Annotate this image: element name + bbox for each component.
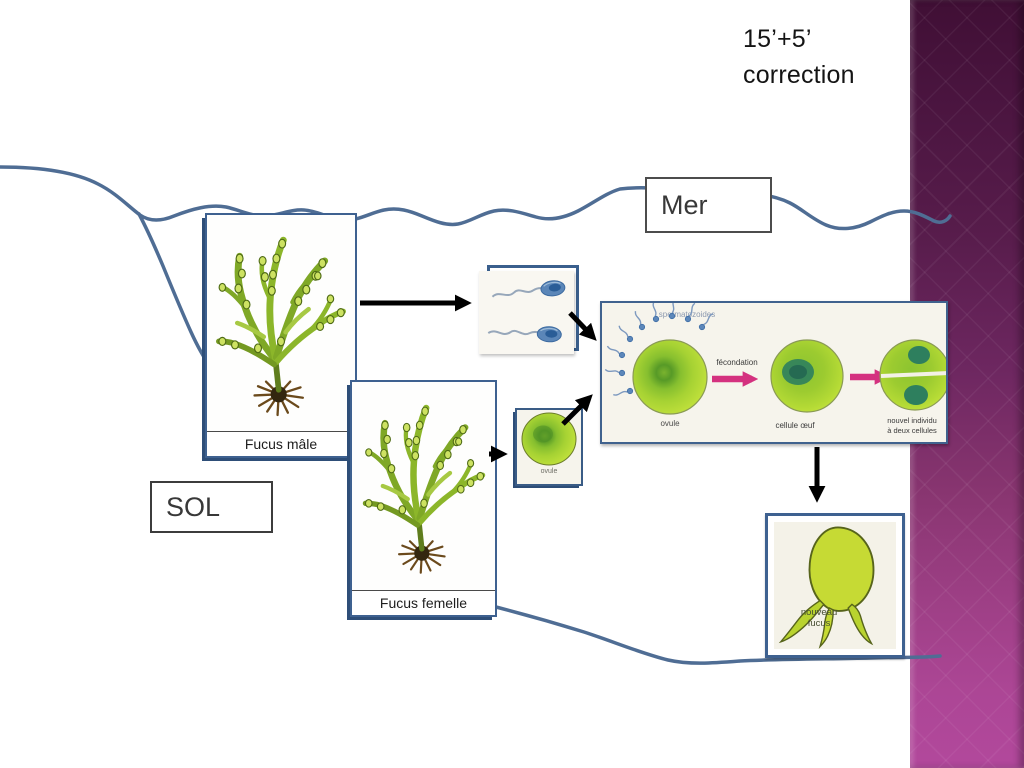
sperm-cluster-icon [604,298,714,396]
figure-fucus-male: Fucus mâle [205,213,357,458]
diagram-fecondation-label: fécondation [716,358,757,367]
water-surface-line [0,165,952,231]
nouveau-fucus-label: nouveau fucus [800,607,838,630]
mer-label: Mer [661,189,708,220]
ovule-image-label: ovule [540,468,558,475]
fucus-male-illustration [207,215,355,431]
ovule-image: ovule [515,408,583,486]
nouveau-fucus-label-line1: nouveau [800,607,838,619]
fertilization-diagram: spermatozoides ovule fécondation cellule… [600,298,951,444]
fucus-femelle-caption: Fucus femelle [352,590,495,615]
slide-title-line1: 15’+5’ [743,25,812,53]
ovule-icon [521,412,577,466]
figure-fucus-femelle: Fucus femelle [350,380,497,617]
sol-label-box: SOL [150,481,273,533]
spermatozoids-image [479,271,574,354]
ground-slope-line [137,212,212,368]
nouveau-fucus-box: nouveau fucus [765,513,905,658]
slide-title: 15’+5’ correction [743,22,855,93]
diagram-nouvel-individu-line1: nouvel individu [887,416,937,425]
diagram-nouvel-individu-line2: à deux cellules [887,426,937,435]
seaweed-icon [359,390,489,582]
diagram-ovule-label: ovule [660,419,680,428]
fucus-male-caption: Fucus mâle [207,431,355,456]
seaweed-icon [212,223,350,423]
mer-label-box: Mer [645,177,772,233]
young-fucus-icon [778,526,875,649]
diagram-spermatozoids-label: spermatozoides [659,310,715,319]
spermatozoid-icon [486,278,567,344]
nouveau-fucus-illustration: nouveau fucus [774,522,896,649]
slide-title-line2: correction [743,60,855,89]
fertilization-diagram-graphic: spermatozoides ovule fécondation cellule… [604,298,951,435]
fucus-femelle-illustration [352,382,495,590]
nouveau-fucus-label-line2: fucus [807,618,831,630]
sol-label: SOL [166,491,221,522]
diagram-cellule-oeuf-label: cellule œuf [775,421,815,430]
